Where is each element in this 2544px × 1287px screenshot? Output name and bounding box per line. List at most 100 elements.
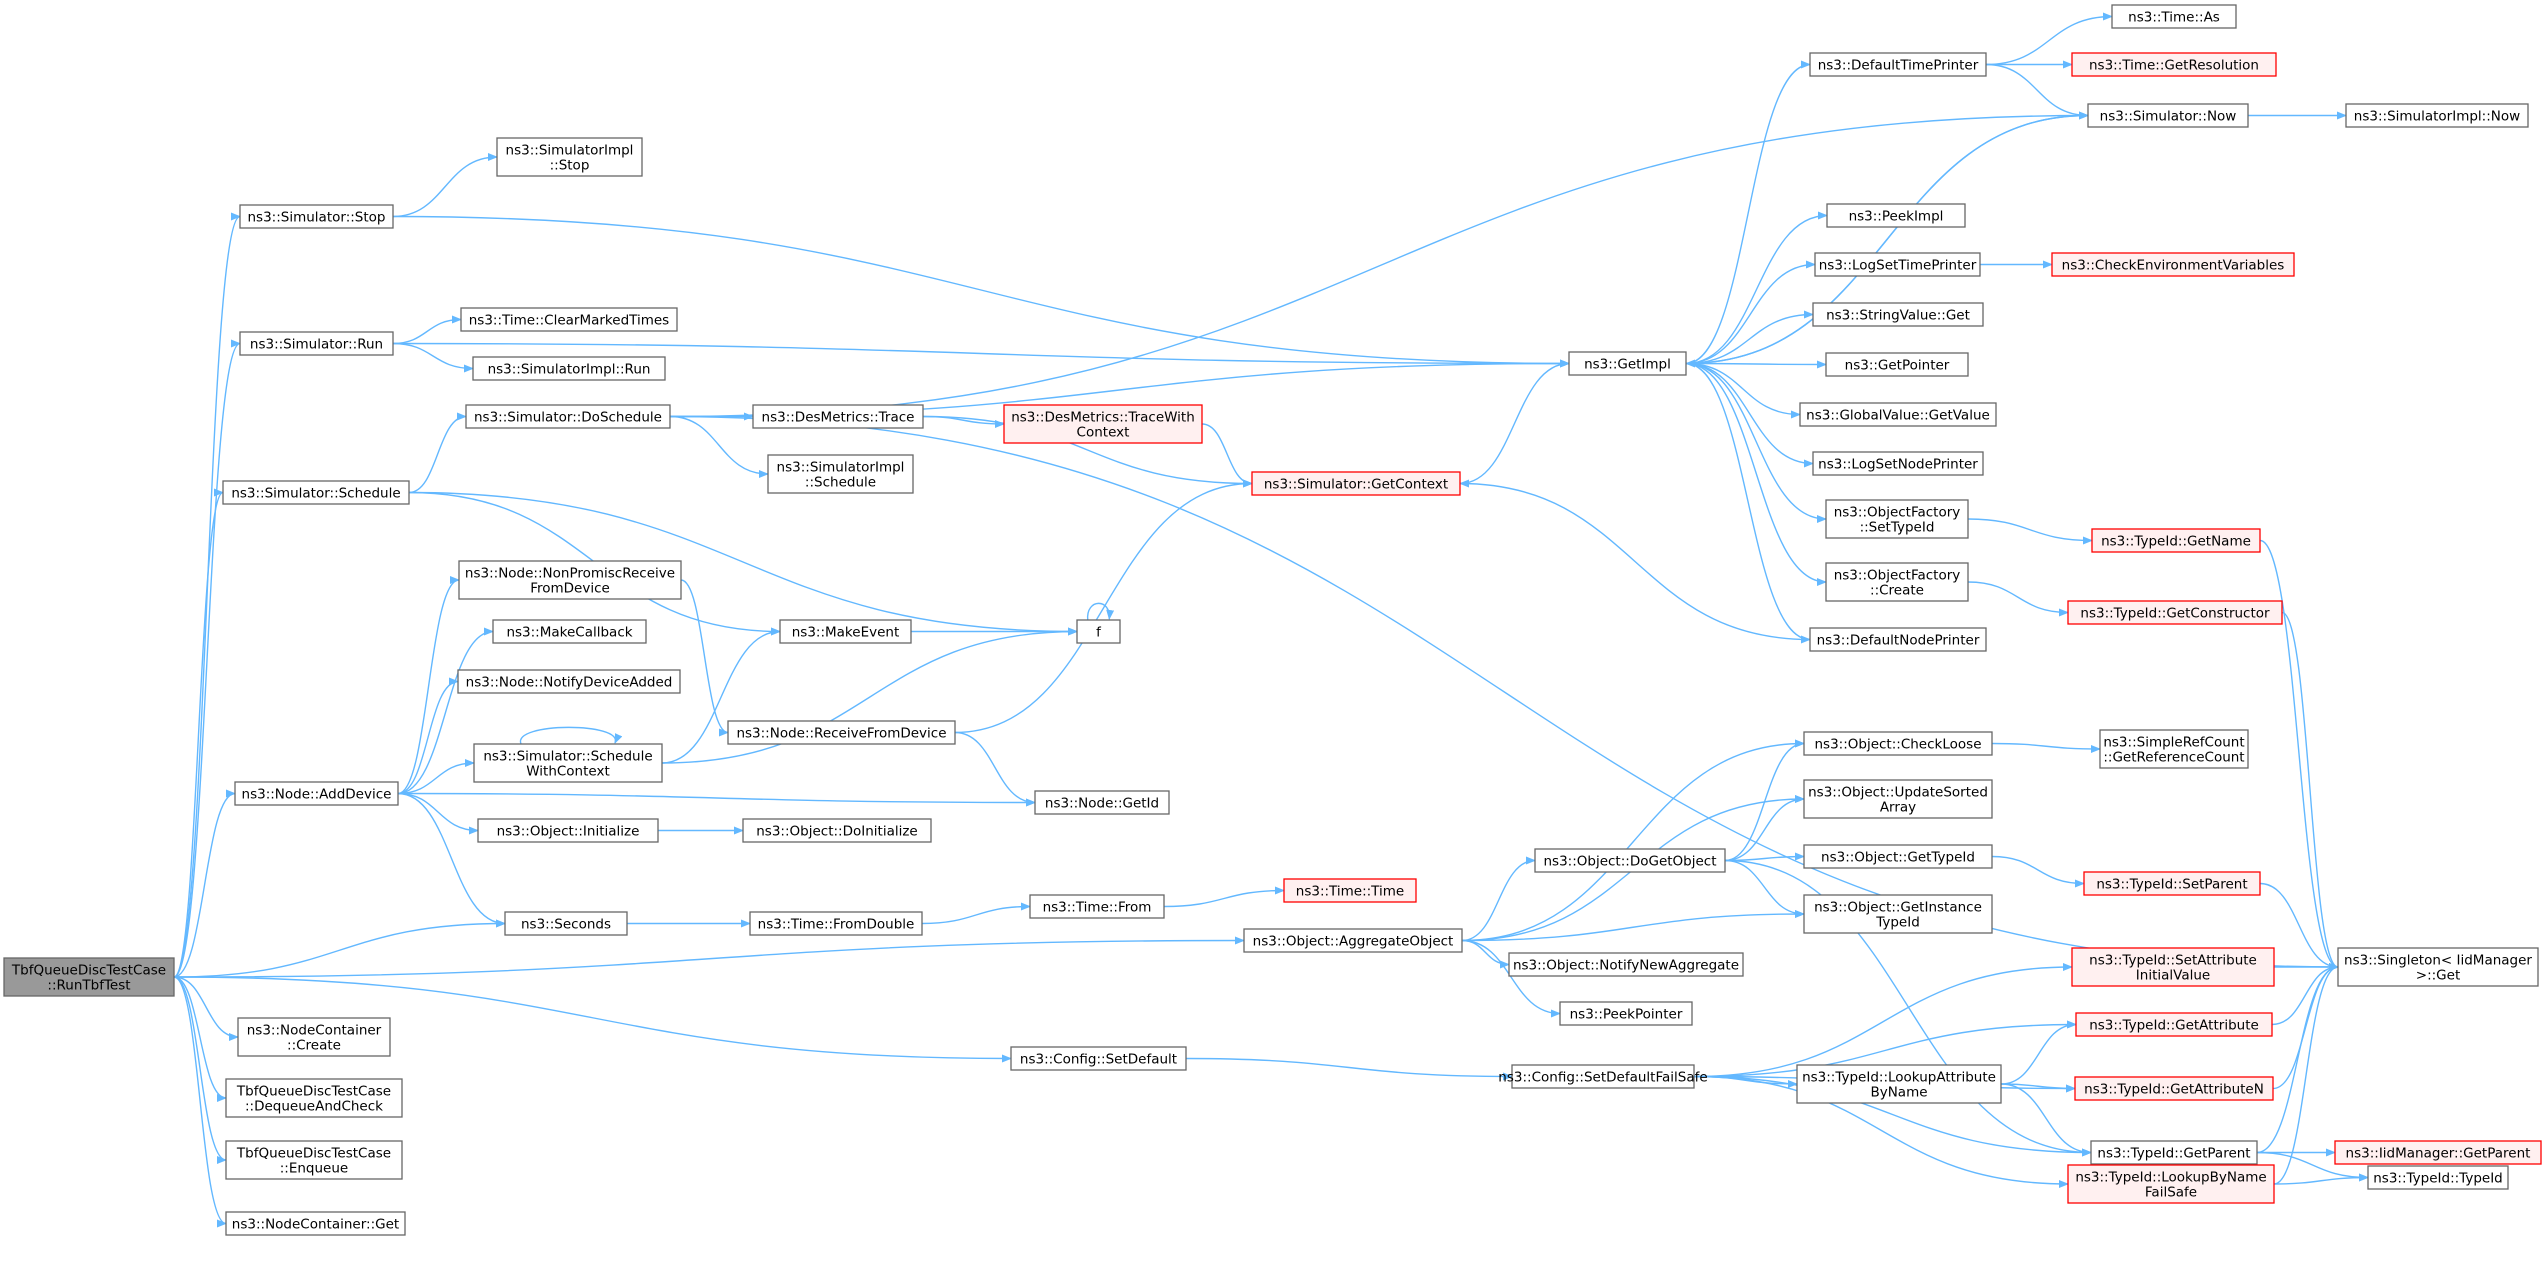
- node-time-getres[interactable]: ns3::Time::GetResolution: [2071, 52, 2277, 77]
- node-obj-doinit[interactable]: ns3::Object::DoInitialize: [742, 818, 932, 843]
- node-typeid-typeid[interactable]: ns3::TypeId::TypeId: [2367, 1165, 2509, 1190]
- node-tbf-enq[interactable]: TbfQueueDiscTestCase::Enqueue: [225, 1140, 403, 1180]
- node-stringvalue-get[interactable]: ns3::StringValue::Get: [1812, 302, 1984, 327]
- node-time-as[interactable]: ns3::Time::As: [2111, 4, 2237, 29]
- node-sim-getcontext[interactable]: ns3::Simulator::GetContext: [1251, 471, 1461, 496]
- node-getimpl[interactable]: ns3::GetImpl: [1568, 351, 1687, 376]
- node-obj-gettypeid[interactable]: ns3::Object::GetTypeId: [1803, 844, 1993, 869]
- node-globalvalue-get[interactable]: ns3::GlobalValue::GetValue: [1799, 402, 1997, 427]
- node-config-setdefaultfs[interactable]: ns3::Config::SetDefaultFailSafe: [1498, 1064, 1708, 1089]
- node-box: [1825, 352, 1969, 377]
- node-typeid-getctor[interactable]: ns3::TypeId::GetConstructor: [2067, 600, 2283, 625]
- node-sim-now[interactable]: ns3::Simulator::Now: [2087, 103, 2249, 128]
- edge-obj_dogetobject-to-obj_updatesorted: [1724, 795, 1805, 862]
- node-box: [2334, 1140, 2542, 1165]
- edge-node_recv-to-sim_getcontext: [954, 479, 1253, 734]
- node-seconds[interactable]: ns3::Seconds: [504, 911, 628, 936]
- node-label: ns3::CheckEnvironmentVariables: [2062, 258, 2285, 274]
- edge-config_setdefault-to-config_setdefaultfs: [1185, 1057, 1513, 1081]
- node-obj-init[interactable]: ns3::Object::Initialize: [477, 818, 659, 843]
- edge-sim_schedctx-to-f: [661, 627, 1078, 764]
- node-sim-run[interactable]: ns3::Simulator::Run: [239, 331, 394, 356]
- node-box: [779, 619, 912, 644]
- node-config-setdefault[interactable]: ns3::Config::SetDefault: [1010, 1046, 1187, 1071]
- edge-node_adddevice-to-obj_init: [397, 792, 479, 835]
- node-box: [1803, 844, 1993, 869]
- node-getpointer[interactable]: ns3::GetPointer: [1825, 352, 1969, 377]
- node-peekpointer[interactable]: ns3::PeekPointer: [1559, 1001, 1693, 1026]
- node-srefcount[interactable]: ns3::SimpleRefCount::GetReferenceCount: [2099, 729, 2249, 769]
- node-sim-doschedule[interactable]: ns3::Simulator::DoSchedule: [465, 404, 671, 429]
- node-sim-schedule[interactable]: ns3::Simulator::Schedule: [222, 480, 410, 505]
- node-iid-getparent[interactable]: ns3::IidManager::GetParent: [2334, 1140, 2542, 1165]
- edge-typeid_lookupattr-to-typeid_getattrn: [2000, 1083, 2076, 1093]
- node-box: [458, 560, 682, 600]
- node-logsetnodeprinter[interactable]: ns3::LogSetNodePrinter: [1812, 451, 1984, 476]
- node-obj-dogetobject[interactable]: ns3::Object::DoGetObject: [1534, 848, 1726, 873]
- node-nc-get[interactable]: ns3::NodeContainer::Get: [225, 1211, 406, 1236]
- node-of-create[interactable]: ns3::ObjectFactory::Create: [1825, 562, 1969, 602]
- node-simimpl-now[interactable]: ns3::SimulatorImpl::Now: [2345, 103, 2529, 128]
- edge-typeid_lookupfs-to-singleton_get: [2273, 963, 2339, 1185]
- node-label: ::Schedule: [805, 475, 876, 491]
- node-singleton-get[interactable]: ns3::Singleton< IidManager>::Get: [2337, 947, 2539, 987]
- node-obj-checkloose[interactable]: ns3::Object::CheckLoose: [1803, 731, 1993, 756]
- node-node-getid[interactable]: ns3::Node::GetId: [1034, 790, 1170, 815]
- node-time-fromdouble[interactable]: ns3::Time::FromDouble: [749, 911, 923, 936]
- node-label: ns3::Config::SetDefaultFailSafe: [1498, 1070, 1707, 1086]
- node-label: ::Create: [1870, 583, 1924, 599]
- edge-node_adddevice-to-node_getid: [397, 792, 1036, 807]
- node-node-notify[interactable]: ns3::Node::NotifyDeviceAdded: [457, 669, 681, 694]
- node-box: [1814, 252, 1981, 277]
- node-typeid-getattrn[interactable]: ns3::TypeId::GetAttributeN: [2074, 1076, 2274, 1101]
- node-tbf-deq[interactable]: TbfQueueDiscTestCase::DequeueAndCheck: [225, 1078, 403, 1118]
- node-time-time[interactable]: ns3::Time::Time: [1283, 878, 1417, 903]
- node-simimpl-schedule[interactable]: ns3::SimulatorImpl::Schedule: [767, 454, 914, 494]
- node-defaultnodeprinter[interactable]: ns3::DefaultNodePrinter: [1809, 627, 1987, 652]
- node-node-recv[interactable]: ns3::Node::ReceiveFromDevice: [727, 720, 956, 745]
- node-node-adddevice[interactable]: ns3::Node::AddDevice: [234, 781, 399, 806]
- node-of-settypeid[interactable]: ns3::ObjectFactory::SetTypeId: [1825, 499, 1969, 539]
- node-sim-stop[interactable]: ns3::Simulator::Stop: [239, 204, 394, 229]
- node-box: [2075, 1012, 2273, 1037]
- node-obj-aggregate[interactable]: ns3::Object::AggregateObject: [1243, 928, 1463, 953]
- node-des-trace[interactable]: ns3::DesMetrics::Trace: [752, 404, 924, 429]
- node-logsettimeprinter[interactable]: ns3::LogSetTimePrinter: [1814, 252, 1981, 277]
- node-typeid-getparent[interactable]: ns3::TypeId::GetParent: [2090, 1140, 2258, 1165]
- edge-obj_aggregate-to-obj_dogetobject: [1461, 856, 1536, 942]
- edge-sim_run-to-getimpl: [392, 342, 1570, 368]
- node-makecallback[interactable]: ns3::MakeCallback: [492, 619, 647, 644]
- node-defaulttimeprinter[interactable]: ns3::DefaultTimePrinter: [1809, 52, 1987, 77]
- node-time-clear[interactable]: ns3::Time::ClearMarkedTimes: [460, 307, 678, 332]
- node-typeid-setparent[interactable]: ns3::TypeId::SetParent: [2083, 871, 2261, 896]
- node-simimpl-run[interactable]: ns3::SimulatorImpl::Run: [472, 356, 666, 381]
- node-simimpl-stop[interactable]: ns3::SimulatorImpl::Stop: [496, 137, 643, 177]
- node-box: [1796, 1064, 2002, 1104]
- node-nc-create[interactable]: ns3::NodeContainer::Create: [237, 1017, 391, 1057]
- edge-obj_dogetobject-to-obj_getinstance: [1724, 859, 1805, 918]
- node-makeevent[interactable]: ns3::MakeEvent: [779, 619, 912, 644]
- edge-root-to-sim_schedule: [173, 488, 224, 978]
- node-box: [2111, 4, 2237, 29]
- node-label: ns3::SimulatorImpl::Now: [2354, 109, 2520, 125]
- node-f[interactable]: f: [1076, 619, 1121, 644]
- edge-root-to-obj_aggregate: [173, 936, 1245, 978]
- node-peekimpl[interactable]: ns3::PeekImpl: [1826, 203, 1966, 228]
- node-label: ns3::DefaultNodePrinter: [1817, 633, 1980, 649]
- node-obj-notifyagg[interactable]: ns3::Object::NotifyNewAggregate: [1508, 952, 1744, 977]
- node-typeid-getattr[interactable]: ns3::TypeId::GetAttribute: [2075, 1012, 2273, 1037]
- node-label: ns3::Simulator::GetContext: [1264, 477, 1448, 493]
- node-typeid-getname[interactable]: ns3::TypeId::GetName: [2091, 528, 2261, 553]
- node-checkenv[interactable]: ns3::CheckEnvironmentVariables: [2051, 252, 2295, 277]
- node-time-from[interactable]: ns3::Time::From: [1029, 894, 1165, 919]
- edge-node_adddevice-to-sim_schedctx: [397, 759, 475, 795]
- node-root[interactable]: TbfQueueDiscTestCase::RunTbfTest: [3, 957, 175, 997]
